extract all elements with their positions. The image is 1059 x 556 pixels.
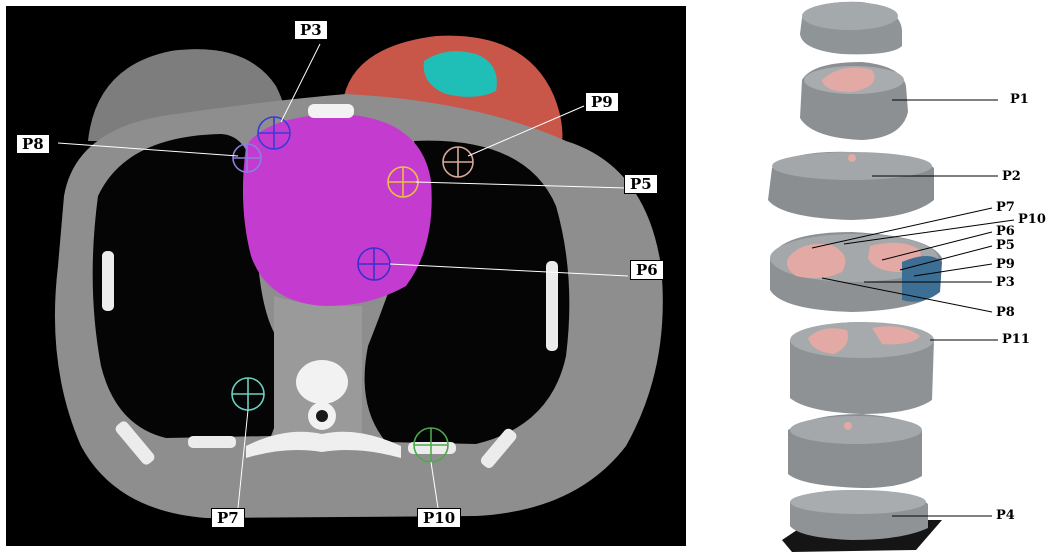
- rib-right: [546, 261, 558, 351]
- label-p8: P8: [16, 134, 50, 154]
- stack-label-p1: P1: [1010, 93, 1029, 107]
- vertebra: [296, 360, 348, 404]
- stack-label-p11: P11: [1002, 333, 1030, 347]
- marker-p9: [443, 147, 473, 177]
- stack-label-p10: P10: [1018, 213, 1046, 227]
- label-p7: P7: [211, 508, 245, 528]
- stack-label-p7: P7: [996, 201, 1015, 215]
- marker-p5: [388, 167, 418, 197]
- label-p5: P5: [624, 174, 658, 194]
- stack-label-p9: P9: [996, 258, 1015, 272]
- marker-p10: [414, 428, 448, 462]
- stack-label-p2: P2: [1002, 170, 1021, 184]
- ct-slice-image: [6, 6, 686, 546]
- marker-p8: [233, 144, 261, 172]
- sternum: [308, 104, 354, 118]
- phantom-stack-image: P1 P2 P7 P10 P6 P5 P9 P3 P8 P11 P4: [752, 0, 1059, 556]
- label-p6: P6: [630, 260, 664, 280]
- marker-p7: [232, 378, 264, 410]
- stack-label-p4: P4: [996, 509, 1015, 523]
- label-p9: P9: [585, 92, 619, 112]
- marker-p6: [358, 248, 390, 280]
- rib-left: [102, 251, 114, 311]
- stack-label-p3: P3: [996, 276, 1015, 290]
- stack-label-p8: P8: [996, 306, 1015, 320]
- marker-p3: [258, 117, 290, 149]
- label-p3: P3: [294, 20, 328, 40]
- stack-label-p6: P6: [996, 225, 1015, 239]
- stack-label-p5: P5: [996, 239, 1015, 253]
- label-p10: P10: [417, 508, 461, 528]
- ct-slice-drawing: [6, 6, 686, 546]
- heart-shape: [243, 114, 432, 306]
